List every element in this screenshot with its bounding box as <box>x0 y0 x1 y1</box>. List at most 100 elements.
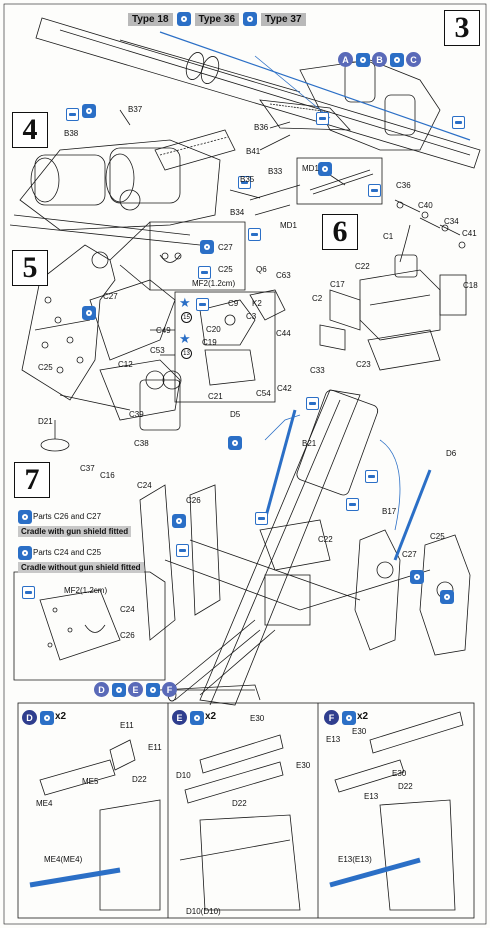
part-q6: Q6 <box>256 265 267 274</box>
step-number-4: 4 <box>12 112 48 148</box>
bolt-icon <box>82 104 96 118</box>
variant-e-icon <box>146 683 160 697</box>
type-36-label: Type 36 <box>194 12 239 26</box>
bolt-icon <box>82 306 96 320</box>
part-c24-inset: C24 <box>120 605 135 614</box>
part-c37: C37 <box>80 464 95 473</box>
part-c27-step5: C27 <box>103 292 118 301</box>
part-c36: C36 <box>396 181 411 190</box>
part-c18: C18 <box>463 281 478 290</box>
part-e11-b: E11 <box>148 743 162 752</box>
subpanel-e-icon <box>190 711 204 725</box>
type-selector: Type 18 Type 36 Type 37 <box>128 12 306 26</box>
part-c44: C44 <box>276 329 291 338</box>
glue-icon <box>238 176 251 189</box>
step-number-6: 6 <box>322 214 358 250</box>
variant-b-badge: B <box>372 52 387 67</box>
subpanel-d-badge: D <box>22 710 37 725</box>
part-c63: C63 <box>276 271 291 280</box>
part-me4-pair: ME4(ME4) <box>44 855 83 864</box>
star-marker: ★ <box>179 295 191 310</box>
part-e30-e-a: E30 <box>250 714 265 723</box>
part-b34: B34 <box>230 208 245 217</box>
glue-icon <box>255 512 268 525</box>
step-number-5: 5 <box>12 250 48 286</box>
part-c1: C1 <box>383 232 394 241</box>
subpanel-f-icon <box>342 711 356 725</box>
part-b36: B36 <box>254 123 269 132</box>
part-c26-step7: C26 <box>186 496 201 505</box>
step-number-3: 3 <box>444 10 480 46</box>
bolt-icon <box>440 590 454 604</box>
part-c21: C21 <box>208 392 223 401</box>
part-d22-d: D22 <box>132 775 147 784</box>
type-37-label: Type 37 <box>261 12 306 26</box>
part-d10-pair: D10(D10) <box>186 907 221 916</box>
part-c19: C19 <box>202 338 217 347</box>
subpanel-d-icon <box>40 711 54 725</box>
part-c38: C38 <box>134 439 149 448</box>
part-c23: C23 <box>356 360 371 369</box>
barrel-top <box>35 17 481 169</box>
part-me5: ME5 <box>82 777 99 786</box>
part-d22-e: D22 <box>232 799 247 808</box>
glue-icon <box>368 184 381 197</box>
part-e11-a: E11 <box>120 721 134 730</box>
part-e30-f-a: E30 <box>352 727 367 736</box>
type-18-icon <box>176 12 191 26</box>
type-36-icon <box>243 12 257 26</box>
part-c9: C9 <box>228 299 239 308</box>
glue-icon <box>198 266 211 279</box>
part-d21: D21 <box>38 417 53 426</box>
step5-parts <box>21 244 182 452</box>
part-c27-inset: C27 <box>218 243 233 252</box>
part-e30-e-b: E30 <box>296 761 311 770</box>
part-c41: C41 <box>462 229 477 238</box>
part-c40: C40 <box>418 201 433 210</box>
step7-main <box>139 389 471 706</box>
glue-icon <box>66 108 79 121</box>
part-md1-inset: MD1 <box>302 164 319 173</box>
type-18-label: Type 18 <box>128 12 173 26</box>
note2-parts: Parts C24 and C25 <box>33 548 102 557</box>
part-d5: D5 <box>230 410 241 419</box>
part-c25-inset: C25 <box>218 265 233 274</box>
variant-b-icon <box>390 53 404 67</box>
part-c39: C39 <box>129 410 144 419</box>
part-e13-a: E13 <box>326 735 341 744</box>
part-c24-step7: C24 <box>137 481 152 490</box>
glue-icon <box>306 397 319 410</box>
note1-icon <box>18 510 32 524</box>
part-d6: D6 <box>446 449 457 458</box>
part-e13-b: E13 <box>364 792 379 801</box>
part-d10: D10 <box>176 771 191 780</box>
subpanel-d-qty: x2 <box>55 711 67 722</box>
part-k2: K2 <box>252 299 262 308</box>
note2-icon <box>18 546 32 560</box>
variant-d-icon <box>112 683 126 697</box>
part-c22-step7: C22 <box>318 535 333 544</box>
part-md1: MD1 <box>280 221 297 230</box>
ref-number-13: 13 <box>181 348 192 359</box>
glue-icon <box>176 544 189 557</box>
part-b21: B21 <box>302 439 317 448</box>
subpanel-f-qty: x2 <box>357 711 369 722</box>
variant-a-badge: A <box>338 52 353 67</box>
part-b38: B38 <box>64 129 79 138</box>
part-c12: C12 <box>118 360 133 369</box>
carriage-step4 <box>9 129 236 246</box>
part-me4: ME4 <box>36 799 53 808</box>
variant-c-badge: C <box>406 52 421 67</box>
bolt-icon <box>228 436 242 450</box>
part-c2: C2 <box>312 294 323 303</box>
variant-e-badge: E <box>128 682 143 697</box>
part-c33: C33 <box>310 366 325 375</box>
glue-icon <box>316 112 329 125</box>
part-e30-f-b: E30 <box>392 769 407 778</box>
note1-desc: Cradle with gun shield fitted <box>18 526 132 537</box>
variant-a-icon <box>356 53 370 67</box>
part-c26-inset: C26 <box>120 631 135 640</box>
glue-icon <box>248 228 261 241</box>
variant-d-badge: D <box>94 682 109 697</box>
